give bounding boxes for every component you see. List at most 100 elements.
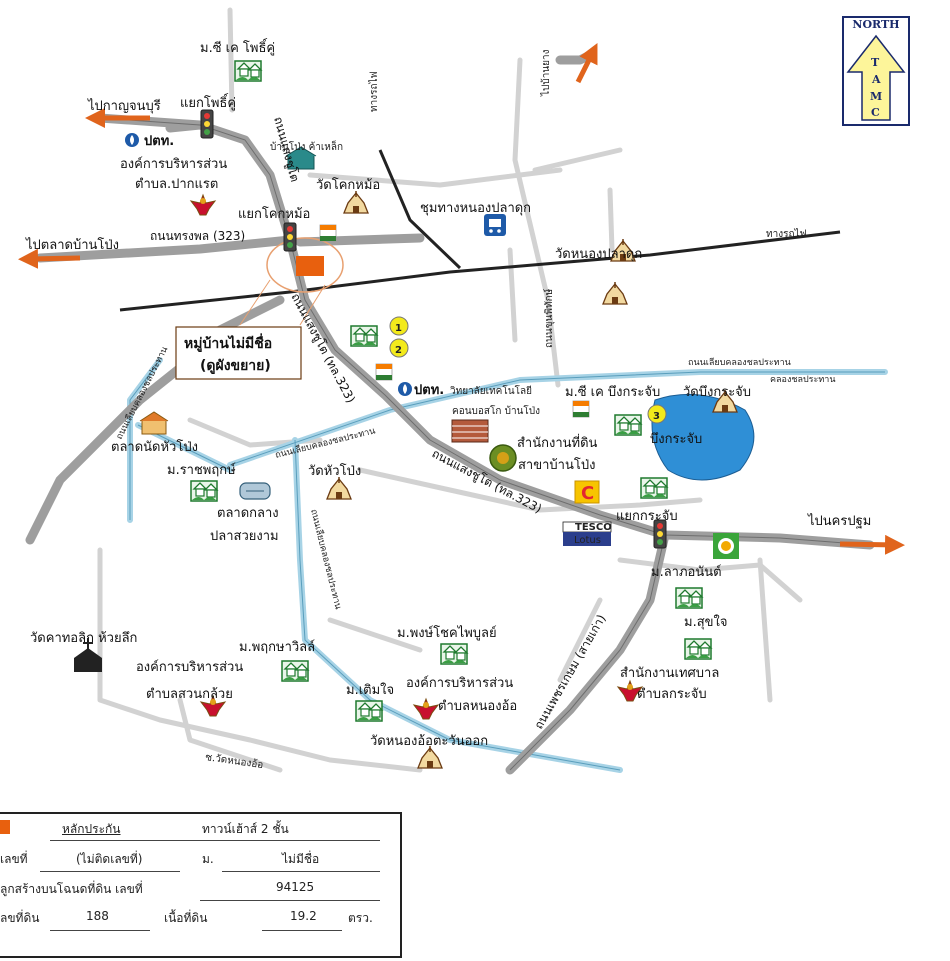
tesco-lotus-logo: TESCO Lotus — [562, 521, 612, 546]
ptt-icon — [398, 382, 412, 396]
svg-text:บ้านโป่ง ค้าเหล็ก: บ้านโป่ง ค้าเหล็ก — [270, 139, 343, 153]
svg-text:วัดหนองปลาดุก: วัดหนองปลาดุก — [555, 247, 642, 262]
svg-text:ปลาสวยงาม: ปลาสวยงาม — [210, 529, 279, 544]
traffic-light-icon — [283, 222, 297, 252]
village-name: หมู่บ้านไม่มีชื่อ — [184, 333, 272, 352]
garuda-icon — [190, 194, 216, 216]
svg-text:ปตท.: ปตท. — [414, 383, 444, 398]
svg-text:ไปกาญจนบุรี: ไปกาญจนบุรี — [87, 98, 161, 114]
svg-text:ทางรถไฟ: ทางรถไฟ — [766, 228, 807, 240]
steel-shop-icon — [285, 146, 317, 170]
train-station-icon — [484, 214, 506, 236]
temple-icon — [343, 190, 369, 214]
svg-text:ม.ราชพฤกษ์: ม.ราชพฤกษ์ — [167, 462, 236, 478]
collateral-type: ทาวน์เฮ้าส์ 2 ชั้น — [202, 822, 289, 836]
svg-text:ตลาดนัดหัวโป่ง: ตลาดนัดหัวโป่ง — [111, 439, 198, 455]
svg-text:ถนนทรงพล (323): ถนนทรงพล (323) — [150, 229, 245, 243]
deed-label: ลูกสร้างบนโฉนดที่ดิน เลขที่ — [0, 882, 143, 896]
village-callout-box[interactable] — [175, 326, 302, 380]
svg-text:ม.ลาภอนันต์: ม.ลาภอนันต์ — [651, 564, 722, 580]
collateral-marker[interactable] — [296, 256, 324, 276]
house-icon — [281, 660, 309, 682]
house-icon — [234, 60, 262, 82]
college-building-icon — [451, 419, 489, 443]
area-unit: ตรว. — [348, 911, 373, 925]
north-indicator: NORTH T A M C — [842, 16, 910, 126]
garuda-icon — [413, 698, 439, 720]
svg-text:TESCO: TESCO — [575, 522, 612, 533]
house-icon — [190, 480, 218, 502]
svg-text:สำนักงานที่ดิน: สำนักงานที่ดิน — [517, 434, 598, 451]
north-title: NORTH — [852, 18, 900, 31]
svg-text:คอนบอสโก บ้านโป่ง: คอนบอสโก บ้านโป่ง — [452, 404, 540, 417]
svg-text:วัดคาทอลิก ห้วยลึก: วัดคาทอลิก ห้วยลึก — [30, 631, 137, 646]
seven-eleven-icon — [572, 400, 590, 418]
temple-icon — [602, 281, 628, 305]
catholic-church-icon — [74, 638, 102, 672]
svg-text:ชุมทางหนองปลาดุก: ชุมทางหนองปลาดุก — [420, 201, 531, 216]
svg-text:ม.พงษ์โชคไพบูลย์: ม.พงษ์โชคไพบูลย์ — [397, 625, 497, 641]
ptt-icon — [125, 133, 139, 147]
land-office-emblem-icon — [489, 444, 517, 472]
land-no-label: ลขที่ดิน — [0, 911, 40, 925]
svg-text:ทางรถไฟ: ทางรถไฟ — [368, 71, 380, 112]
svg-text:M: M — [870, 90, 882, 103]
svg-text:ไปตลาดบ้านโป่ง: ไปตลาดบ้านโป่ง — [25, 237, 119, 253]
house-no-label: เลขที่ — [0, 852, 28, 866]
svg-text:วัดบึงกระจับ: วัดบึงกระจับ — [683, 385, 751, 400]
svg-text:ถนนแสงชูโต (ทล.323): ถนนแสงชูโต (ทล.323) — [429, 446, 544, 517]
svg-text:แยกโคกหม้อ: แยกโคกหม้อ — [238, 206, 310, 222]
svg-text:A: A — [871, 73, 881, 86]
svg-text:วิทยาลัยเทคโนโลยี: วิทยาลัยเทคโนโลยี — [450, 384, 532, 397]
village-note: (ดูผังขยาย) — [200, 358, 271, 374]
svg-text:แยกโพธิ์คู่: แยกโพธิ์คู่ — [180, 93, 236, 111]
collateral-area-ring — [266, 237, 344, 293]
temple-icon — [326, 476, 352, 500]
traffic-light-icon — [653, 519, 667, 549]
svg-text:ถนนเลียบคลองชลประทาน: ถนนเลียบคลองชลประทาน — [688, 357, 791, 368]
svg-text:2: 2 — [395, 345, 402, 356]
svg-text:วัดหัวโป่ง: วัดหัวโป่ง — [308, 463, 361, 479]
svg-text:ปตท.: ปตท. — [144, 134, 174, 149]
house-icon — [640, 477, 668, 499]
house-no-value: (ไม่ติดเลขที่) — [76, 852, 143, 866]
svg-text:1: 1 — [395, 323, 402, 334]
svg-text:ไปบ้านยาง: ไปบ้านยาง — [540, 49, 552, 97]
svg-text:บึงกระจับ: บึงกระจับ — [650, 432, 702, 447]
svg-text:ตลาดกลาง: ตลาดกลาง — [217, 506, 279, 521]
svg-text:ม.ซี เค โพธิ์คู่: ม.ซี เค โพธิ์คู่ — [200, 38, 275, 56]
svg-text:สำนักงานเทศบาล: สำนักงานเทศบาล — [620, 666, 719, 681]
land-no-value: 188 — [86, 909, 109, 923]
house-icon — [675, 587, 703, 609]
svg-text:ตำบล.ปากแรต: ตำบล.ปากแรต — [135, 177, 218, 192]
fish-market-icon — [239, 482, 271, 500]
svg-text:ถนนขุนพิทักษ์: ถนนขุนพิทักษ์ — [543, 288, 555, 348]
bueng-krachap-lake — [651, 393, 755, 481]
svg-text:ม.เติมใจ: ม.เติมใจ — [346, 682, 394, 698]
svg-text:แยกกระจับ: แยกกระจับ — [616, 509, 678, 524]
market-icon — [139, 411, 169, 435]
svg-text:วัดหนองอ้อตะวันออก: วัดหนองอ้อตะวันออก — [370, 734, 488, 749]
property-info-box: หลักประกัน ทาวน์เฮ้าส์ 2 ชั้น เลขที่ (ไม… — [0, 812, 402, 958]
seven-eleven-icon — [375, 363, 393, 381]
house-icon — [440, 643, 468, 665]
house-icon — [684, 638, 712, 660]
temple-icon — [417, 745, 443, 769]
numbered-markers: 1 2 3 — [389, 316, 667, 424]
svg-text:ม.พฤกษาวิลล์: ม.พฤกษาวิลล์ — [239, 639, 315, 655]
svg-text:องค์การบริหารส่วน: องค์การบริหารส่วน — [406, 675, 513, 691]
svg-text:ม.ซี เค บึงกระจับ: ม.ซี เค บึงกระจับ — [565, 384, 660, 400]
bangchak-logo — [713, 533, 739, 559]
area-value: 19.2 — [290, 909, 317, 923]
railways — [119, 149, 841, 312]
svg-text:ไปนครปฐม: ไปนครปฐม — [807, 513, 871, 529]
deed-value: 94125 — [276, 880, 315, 894]
svg-text:3: 3 — [653, 411, 660, 422]
house-icon — [355, 700, 383, 722]
svg-text:วัดโคกหม้อ: วัดโคกหม้อ — [316, 177, 380, 193]
svg-text:C: C — [871, 106, 880, 119]
svg-text:ถนนเลียบคลองชลประทาน: ถนนเลียบคลองชลประทาน — [308, 508, 344, 610]
house-icon — [350, 325, 378, 347]
place-labels: ม.ซี เค โพธิ์คู่ แยกโพธิ์คู่ ปตท. บ้านโป… — [25, 38, 871, 749]
